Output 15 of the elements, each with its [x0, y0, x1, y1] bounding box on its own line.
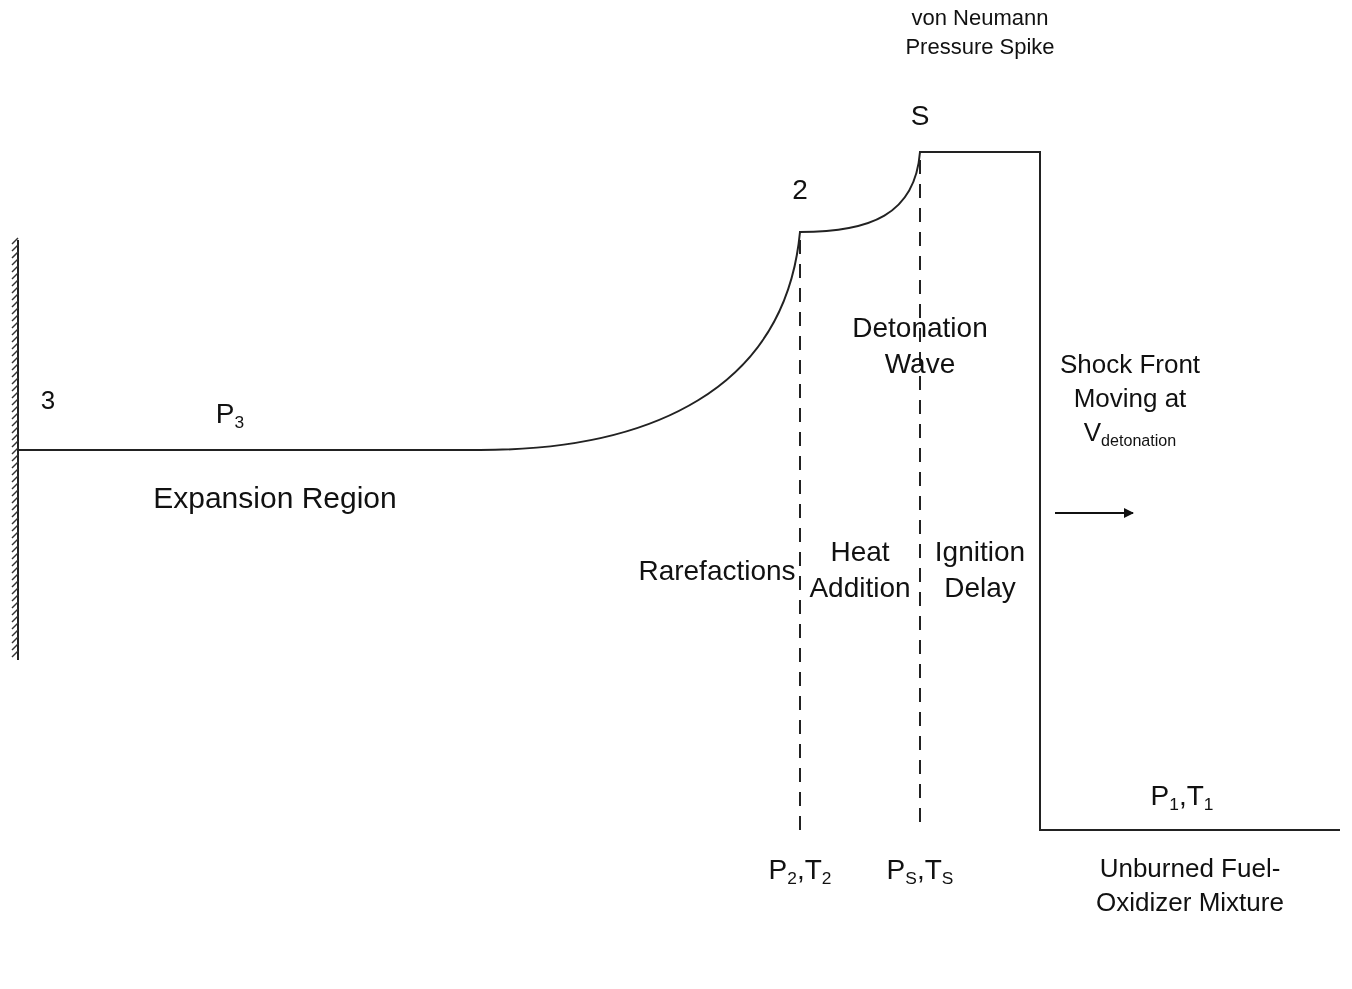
annotation-text: Shock Front Moving at V$_{detonation}$ — [1058, 348, 1202, 451]
pressure-label: P$_{3}$ — [215, 397, 245, 434]
state-label: P$_{S}$,T$_{S}$ — [886, 853, 954, 890]
point-label: S — [910, 99, 930, 133]
annotation-text: von Neumann Pressure Spike — [904, 4, 1056, 61]
region-label: Detonation Wave — [851, 311, 989, 382]
annotation-text: Unburned Fuel-Oxidizer Mixture — [1095, 852, 1285, 919]
zone-label: Rarefactions — [638, 554, 796, 588]
state-label: P$_{2}$,T$_{2}$ — [768, 853, 832, 890]
state-label: P$_{1}$,T$_{1}$ — [1150, 779, 1214, 816]
point-label: 3 — [40, 384, 56, 417]
zone-label: Heat Addition — [808, 535, 912, 606]
region-label: Expansion Region — [153, 480, 397, 516]
point-label: 2 — [792, 173, 808, 207]
zone-label: Ignition Delay — [933, 535, 1027, 606]
